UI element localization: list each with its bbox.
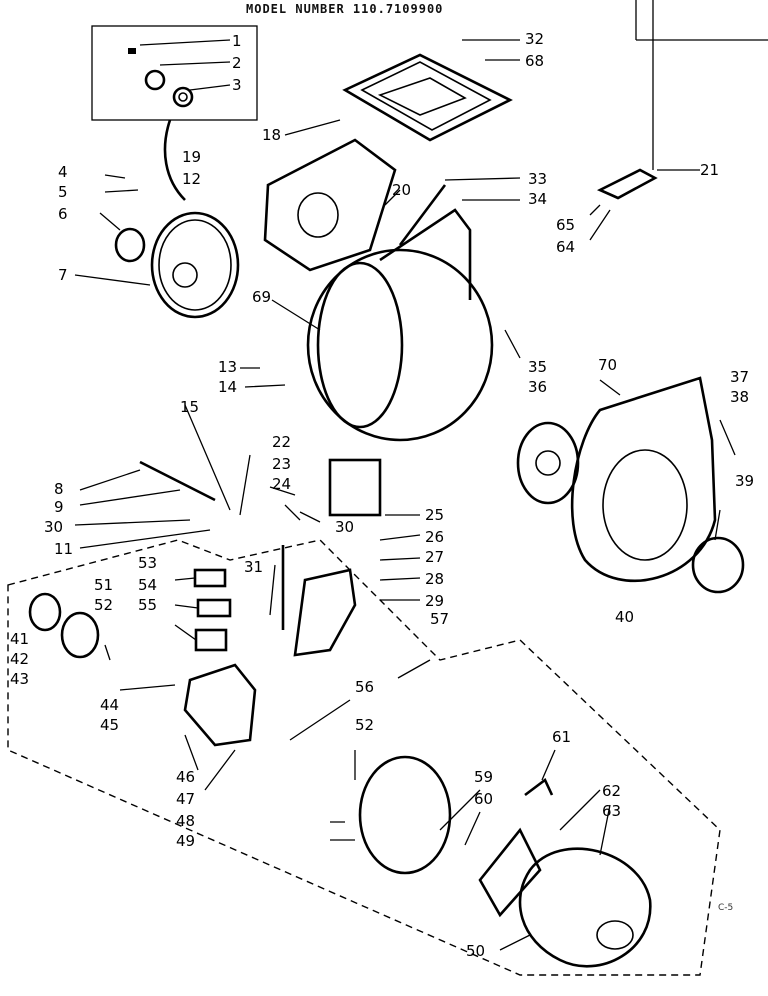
callout-32: 32 — [525, 30, 545, 48]
callout-56: 56 — [355, 678, 375, 696]
callout-46: 46 — [176, 768, 196, 786]
fan-part-36 — [516, 421, 580, 505]
bracket-part-28 — [293, 568, 357, 657]
callout-69: 69 — [252, 288, 272, 306]
wheel-part-43 — [60, 611, 100, 659]
frame-plate-19 — [263, 138, 397, 272]
corner-frame-line — [635, 0, 768, 41]
block-part-53 — [193, 568, 227, 588]
callout-13: 13 — [218, 358, 238, 376]
plate-part-49 — [358, 755, 452, 875]
callout-68: 68 — [525, 52, 545, 70]
callout-38: 38 — [730, 388, 750, 406]
block-part-54 — [196, 598, 232, 618]
callout-20: 20 — [392, 181, 412, 199]
callout-40: 40 — [615, 608, 635, 626]
callout-36: 36 — [528, 378, 548, 396]
callout-11: 11 — [54, 540, 74, 558]
control-board-25 — [328, 458, 382, 517]
callout-5: 5 — [58, 183, 68, 201]
callout-65: 65 — [556, 216, 576, 234]
callout-27: 27 — [425, 548, 445, 566]
callout-33: 33 — [528, 170, 548, 188]
corner-mark: C-5 — [718, 903, 734, 913]
callout-70: 70 — [598, 356, 618, 374]
callout-54: 54 — [138, 576, 158, 594]
shaft-part-8 — [139, 460, 216, 502]
clip-part-61 — [524, 777, 554, 797]
callout-22: 22 — [272, 433, 292, 451]
callout-18: 18 — [262, 126, 282, 144]
callout-29: 29 — [425, 592, 445, 610]
callout-37: 37 — [730, 368, 750, 386]
link-rod-33 — [398, 184, 447, 246]
fan-part-62 — [478, 827, 542, 918]
housing-part-69 — [306, 208, 494, 442]
block-part-55 — [194, 628, 228, 652]
motor-housing-50 — [518, 847, 652, 968]
callout-55: 55 — [138, 596, 158, 614]
callout-47: 47 — [176, 790, 196, 808]
callout-51: 51 — [94, 576, 114, 594]
callout-44: 44 — [100, 696, 120, 714]
housing-part-70 — [570, 376, 717, 583]
callout-34: 34 — [528, 190, 548, 208]
callout-12: 12 — [182, 170, 202, 188]
cover-part-18 — [342, 53, 513, 142]
callout-59: 59 — [474, 768, 494, 786]
callout-21: 21 — [700, 161, 720, 179]
callout-6: 6 — [58, 205, 68, 223]
callout-30: 30 — [335, 518, 355, 536]
inset-parts — [128, 48, 194, 108]
callout-64: 64 — [556, 238, 576, 256]
callout-43: 43 — [10, 670, 30, 688]
callout-4: 4 — [58, 163, 68, 181]
pulley-part-7 — [114, 211, 240, 319]
callout-52-lower: 52 — [355, 716, 375, 734]
callout-53: 53 — [138, 554, 158, 572]
callout-23: 23 — [272, 455, 292, 473]
callout-60: 60 — [474, 790, 494, 808]
callout-57: 57 — [430, 610, 450, 628]
callout-26: 26 — [425, 528, 445, 546]
callout-28: 28 — [425, 570, 445, 588]
callout-3: 3 — [232, 76, 242, 94]
callout-41: 41 — [10, 630, 30, 648]
ring-part-39 — [691, 536, 745, 594]
callout-39: 39 — [735, 472, 755, 490]
callout-19: 19 — [182, 148, 202, 166]
callout-50: 50 — [466, 942, 486, 960]
callout-52: 52 — [94, 596, 114, 614]
callout-48: 48 — [176, 812, 196, 830]
callout-7: 7 — [58, 266, 68, 284]
callout-35: 35 — [528, 358, 548, 376]
callout-2: 2 — [232, 54, 242, 72]
callout-42: 42 — [10, 650, 30, 668]
model-number-header: MODEL NUMBER 110.7109900 — [246, 2, 444, 16]
drive-belt — [163, 119, 186, 201]
bracket-part-21 — [596, 168, 658, 200]
callout-49: 49 — [176, 832, 196, 850]
callout-62: 62 — [602, 782, 622, 800]
callout-25: 25 — [425, 506, 445, 524]
callout-24: 24 — [272, 475, 292, 493]
callout-31: 31 — [244, 558, 264, 576]
callout-15: 15 — [180, 398, 200, 416]
callout-8: 8 — [54, 480, 64, 498]
callout-61: 61 — [552, 728, 572, 746]
leader-lines — [74, 39, 736, 951]
inset-box — [91, 25, 258, 121]
callout-30-left: 30 — [44, 518, 64, 536]
callout-14: 14 — [218, 378, 238, 396]
lower-assembly-outline — [7, 539, 721, 976]
callout-63: 63 — [602, 802, 622, 820]
motor-mount-47 — [183, 663, 257, 747]
wheel-part-41 — [28, 592, 62, 632]
callout-1: 1 — [232, 32, 242, 50]
callout-45: 45 — [100, 716, 120, 734]
callout-9: 9 — [54, 498, 64, 516]
